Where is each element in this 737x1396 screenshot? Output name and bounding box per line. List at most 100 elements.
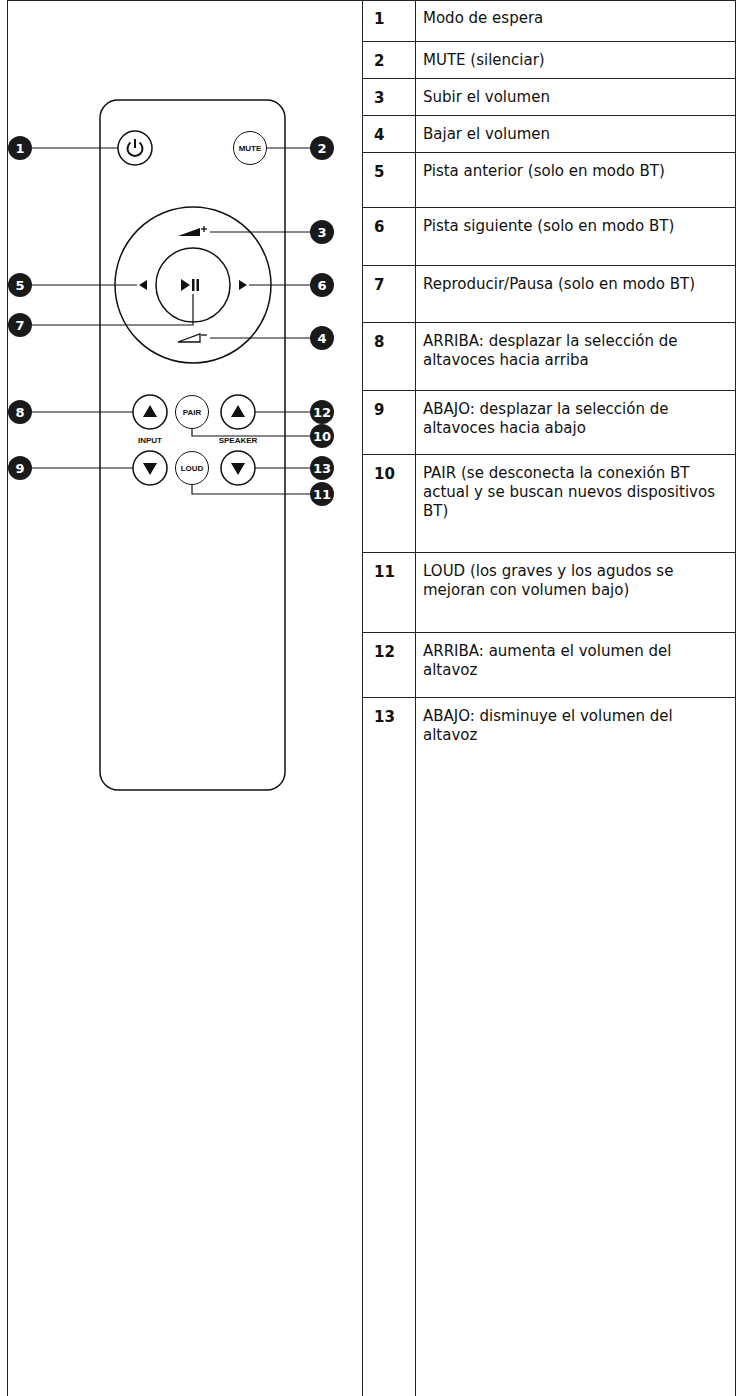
input-up-button (133, 395, 167, 429)
leader-line (32, 411, 133, 412)
speaker-up-button (221, 395, 255, 429)
table-number: 2 (362, 42, 415, 78)
volume-down-symbol (178, 334, 200, 342)
table-description: Subir el volumen (415, 79, 735, 115)
callout-text: 6 (317, 278, 326, 293)
leader-line (267, 147, 310, 148)
frame-line (415, 0, 416, 1396)
frame-line (8, 0, 736, 1)
leader-line (249, 284, 310, 285)
remote-button: LOUD (175, 451, 209, 485)
callout-number: 10 (310, 424, 334, 448)
power-button (118, 131, 152, 165)
leader-line (32, 284, 137, 285)
table-row: 6Pista siguiente (solo en modo BT) (362, 208, 735, 266)
callout-number: 1 (8, 136, 32, 160)
table-row: 2MUTE (silenciar) (362, 42, 735, 79)
table-row: 7Reproducir/Pausa (solo en modo BT) (362, 266, 735, 323)
volume-up-symbol (178, 228, 200, 236)
table-number: 1 (362, 0, 415, 41)
pause-symbol (197, 279, 200, 291)
leader-line (210, 231, 310, 232)
callout-number: 7 (8, 313, 32, 337)
leader-line (255, 467, 310, 468)
callout-text: 4 (317, 331, 326, 346)
callout-text: 13 (313, 461, 331, 476)
table-number: 11 (362, 553, 415, 632)
plus-sign (203, 226, 204, 232)
table-row: 12ARRIBA: aumenta el volumen del altavoz (362, 633, 735, 698)
button-label: MUTE (239, 144, 262, 153)
down-arrow (143, 463, 157, 475)
callout-number: 12 (310, 400, 334, 424)
button-caption: INPUT (138, 436, 162, 445)
callout-number: 4 (310, 326, 334, 350)
callout-text: 7 (15, 318, 24, 333)
table-description: LOUD (los graves y los agudos se mejoran… (415, 553, 735, 632)
table-description: Pista siguiente (solo en modo BT) (415, 208, 735, 265)
table-description: Modo de espera (415, 0, 735, 41)
table-number: 4 (362, 116, 415, 152)
legend-table: 1Modo de espera2MUTE (silenciar)3Subir e… (362, 0, 735, 763)
leader-line (32, 147, 118, 148)
leader-line (192, 485, 310, 494)
leader-line (192, 429, 310, 436)
callout-number: 2 (310, 136, 334, 160)
leader-line (32, 467, 133, 468)
up-arrow (231, 405, 245, 417)
table-description: PAIR (se desconecta la conexión BT actua… (415, 455, 735, 552)
callout-text: 1 (15, 141, 24, 156)
table-description: ABAJO: disminuye el volumen del altavoz (415, 698, 735, 763)
pause-symbol (192, 279, 195, 291)
table-number: 9 (362, 391, 415, 454)
callout-number: 3 (310, 220, 334, 244)
table-description: ARRIBA: aumenta el volumen del altavoz (415, 633, 735, 697)
input-down-button (133, 451, 167, 485)
table-row: 9ABAJO: desplazar la selección de altavo… (362, 391, 735, 455)
play-symbol (181, 279, 190, 291)
nav-ring (115, 207, 271, 363)
callout-number: 11 (310, 482, 334, 506)
button-label: PAIR (183, 408, 202, 417)
callout-text: 3 (317, 225, 326, 240)
table-description: MUTE (silenciar) (415, 42, 735, 78)
remote-button: MUTE (233, 131, 267, 165)
callout-text: 2 (317, 141, 326, 156)
frame-line (7, 0, 8, 1396)
table-number: 12 (362, 633, 415, 697)
table-description: Pista anterior (solo en modo BT) (415, 153, 735, 207)
callout-text: 9 (15, 461, 24, 476)
table-description: Bajar el volumen (415, 116, 735, 152)
down-arrow (231, 463, 245, 475)
up-arrow (143, 405, 157, 417)
callout-text: 12 (313, 405, 331, 420)
table-number: 6 (362, 208, 415, 265)
table-number: 10 (362, 455, 415, 552)
leader-line (210, 337, 310, 338)
remote-button: PAIR (175, 395, 209, 429)
callout-number: 9 (8, 456, 32, 480)
minus-sign (201, 334, 207, 335)
callout-text: 5 (15, 278, 24, 293)
leader-line (32, 294, 193, 325)
remote-body (100, 100, 285, 790)
table-row: 11LOUD (los graves y los agudos se mejor… (362, 553, 735, 633)
table-row: 3Subir el volumen (362, 79, 735, 116)
callout-text: 10 (313, 429, 331, 444)
callout-number: 6 (310, 273, 334, 297)
callout-number: 13 (310, 456, 334, 480)
power-symbol (134, 139, 136, 148)
prev-symbol (139, 280, 147, 290)
speaker-down-button (221, 451, 255, 485)
table-row: 4Bajar el volumen (362, 116, 735, 153)
callout-number: 5 (8, 273, 32, 297)
callout-text: 8 (15, 405, 24, 420)
callout-number: 8 (8, 400, 32, 424)
callout-text: 11 (313, 487, 331, 502)
table-row: 5Pista anterior (solo en modo BT) (362, 153, 735, 208)
table-description: Reproducir/Pausa (solo en modo BT) (415, 266, 735, 322)
table-number: 8 (362, 323, 415, 390)
table-number: 3 (362, 79, 415, 115)
table-number: 5 (362, 153, 415, 207)
